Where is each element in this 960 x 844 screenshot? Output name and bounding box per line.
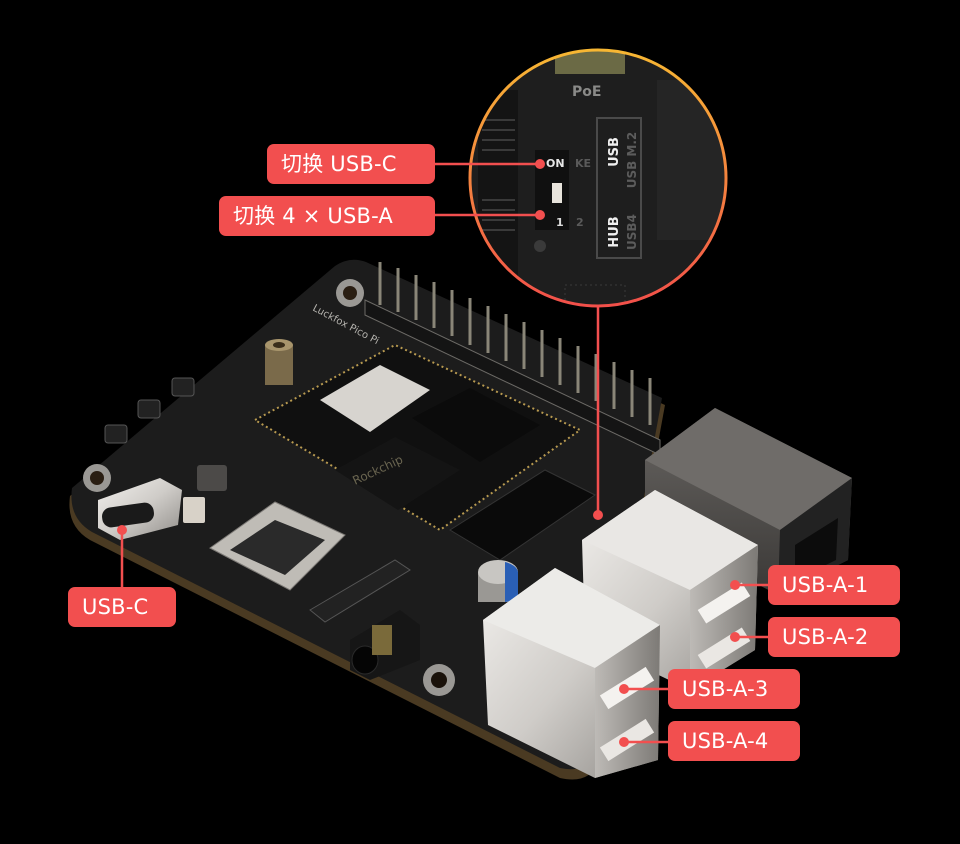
switch-on-label: ON bbox=[546, 157, 565, 170]
buttons bbox=[104, 377, 195, 444]
inductor bbox=[197, 465, 227, 491]
usb4-label: USB4 bbox=[625, 214, 639, 250]
usb-switch-label: USB bbox=[607, 137, 622, 167]
core-module: Rockchip bbox=[252, 343, 582, 532]
callout-usb-c: USB-C bbox=[68, 587, 176, 627]
switch-ke-label: KE bbox=[575, 157, 591, 170]
callout-switch-usb-c: 切换 USB-C bbox=[267, 144, 435, 184]
dip-switch-lever bbox=[552, 183, 562, 203]
poe-label: PoE bbox=[572, 84, 601, 100]
callout-usb-a-4: USB-A-4 bbox=[668, 721, 800, 761]
brass-standoff bbox=[265, 339, 293, 385]
usb-m2-label: USB M.2 bbox=[625, 132, 639, 189]
callout-usb-a-1: USB-A-1 bbox=[768, 565, 900, 605]
switch-pos-1-label: 1 bbox=[556, 216, 564, 229]
camera-connector bbox=[309, 559, 411, 623]
capacitor bbox=[478, 560, 518, 602]
leader-lines bbox=[117, 159, 770, 747]
m2-slot bbox=[449, 469, 596, 561]
rtc-connector bbox=[183, 497, 205, 523]
magnifier-inset: PoE ON KE 1 2 USB HUB USB M.2 USB4 bbox=[468, 48, 728, 308]
mounting-holes bbox=[83, 279, 455, 696]
gpio-header bbox=[364, 262, 661, 456]
callout-usb-a-2: USB-A-2 bbox=[768, 617, 900, 657]
usb-c-connector bbox=[98, 478, 182, 540]
audio-jack bbox=[350, 610, 420, 680]
callout-usb-a-3: USB-A-3 bbox=[668, 669, 800, 709]
hub-switch-label: HUB bbox=[607, 216, 622, 247]
switch-pos-2-label: 2 bbox=[576, 216, 584, 229]
callout-switch-4x-usb-a: 切换 4 × USB-A bbox=[219, 196, 435, 236]
